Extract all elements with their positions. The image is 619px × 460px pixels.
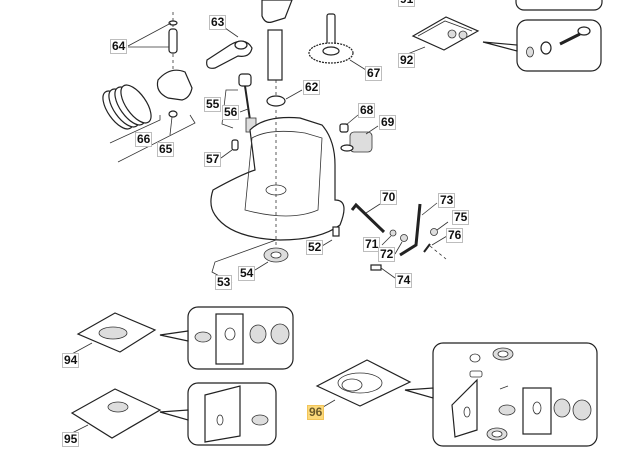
part-label-65[interactable]: 65 xyxy=(157,142,175,157)
part-label-69[interactable]: 69 xyxy=(379,115,397,130)
part-label-56[interactable]: 56 xyxy=(222,105,240,120)
part-label-54[interactable]: 54 xyxy=(238,266,256,281)
piston-part xyxy=(156,69,193,118)
valve-kit-bag xyxy=(411,16,480,51)
part-label-72[interactable]: 72 xyxy=(378,247,396,262)
part-label-63[interactable]: 63 xyxy=(209,15,227,30)
part-label-92[interactable]: 92 xyxy=(398,53,416,68)
bolt-part xyxy=(332,226,340,237)
piston-pin-part xyxy=(168,12,178,70)
part-label-62[interactable]: 62 xyxy=(303,80,321,95)
callout-box-91 xyxy=(515,0,603,11)
part-label-71[interactable]: 71 xyxy=(363,237,381,252)
callout-box-96 xyxy=(404,342,598,447)
part-label-73[interactable]: 73 xyxy=(438,193,456,208)
part-label-76[interactable]: 76 xyxy=(446,228,464,243)
part-label-95[interactable]: 95 xyxy=(62,432,80,447)
dowel-pin-part xyxy=(231,139,239,151)
part-label-52[interactable]: 52 xyxy=(306,240,324,255)
part-label-55[interactable]: 55 xyxy=(204,97,222,112)
part-label-66[interactable]: 66 xyxy=(135,132,153,147)
camshaft-gear-part xyxy=(308,13,354,64)
governor-shaft-part xyxy=(350,202,386,234)
part-label-75[interactable]: 75 xyxy=(452,210,470,225)
gasket-kit-bag-96 xyxy=(315,359,412,407)
part-label-91[interactable]: 91 xyxy=(398,0,416,7)
connecting-rod-part xyxy=(206,40,253,69)
callout-box-94 xyxy=(159,306,294,370)
crankcase-part xyxy=(210,110,345,250)
governor-part xyxy=(339,123,373,153)
callout-box-92 xyxy=(482,19,602,72)
part-label-70[interactable]: 70 xyxy=(380,190,398,205)
callout-box-95 xyxy=(159,382,277,446)
washer-part xyxy=(389,229,397,237)
clip-part xyxy=(370,264,382,271)
part-label-64[interactable]: 64 xyxy=(110,39,128,54)
dipstick-part xyxy=(238,73,257,133)
lever-nut-part xyxy=(430,228,438,236)
part-label-57[interactable]: 57 xyxy=(204,152,222,167)
piston-rings-part xyxy=(102,84,152,130)
nut-part xyxy=(400,234,408,242)
part-label-96-highlighted[interactable]: 96 xyxy=(307,405,325,420)
crankshaft-part xyxy=(261,0,293,100)
part-label-68[interactable]: 68 xyxy=(358,103,376,118)
o-ring-part xyxy=(266,95,286,107)
part-label-94[interactable]: 94 xyxy=(62,353,80,368)
part-label-67[interactable]: 67 xyxy=(365,66,383,81)
governor-arm-part xyxy=(399,203,422,257)
gasket-kit-bag-94 xyxy=(76,312,157,353)
part-label-74[interactable]: 74 xyxy=(395,273,413,288)
gasket-kit-bag-95 xyxy=(70,388,162,439)
spring-part xyxy=(423,243,431,253)
part-label-53[interactable]: 53 xyxy=(215,275,233,290)
